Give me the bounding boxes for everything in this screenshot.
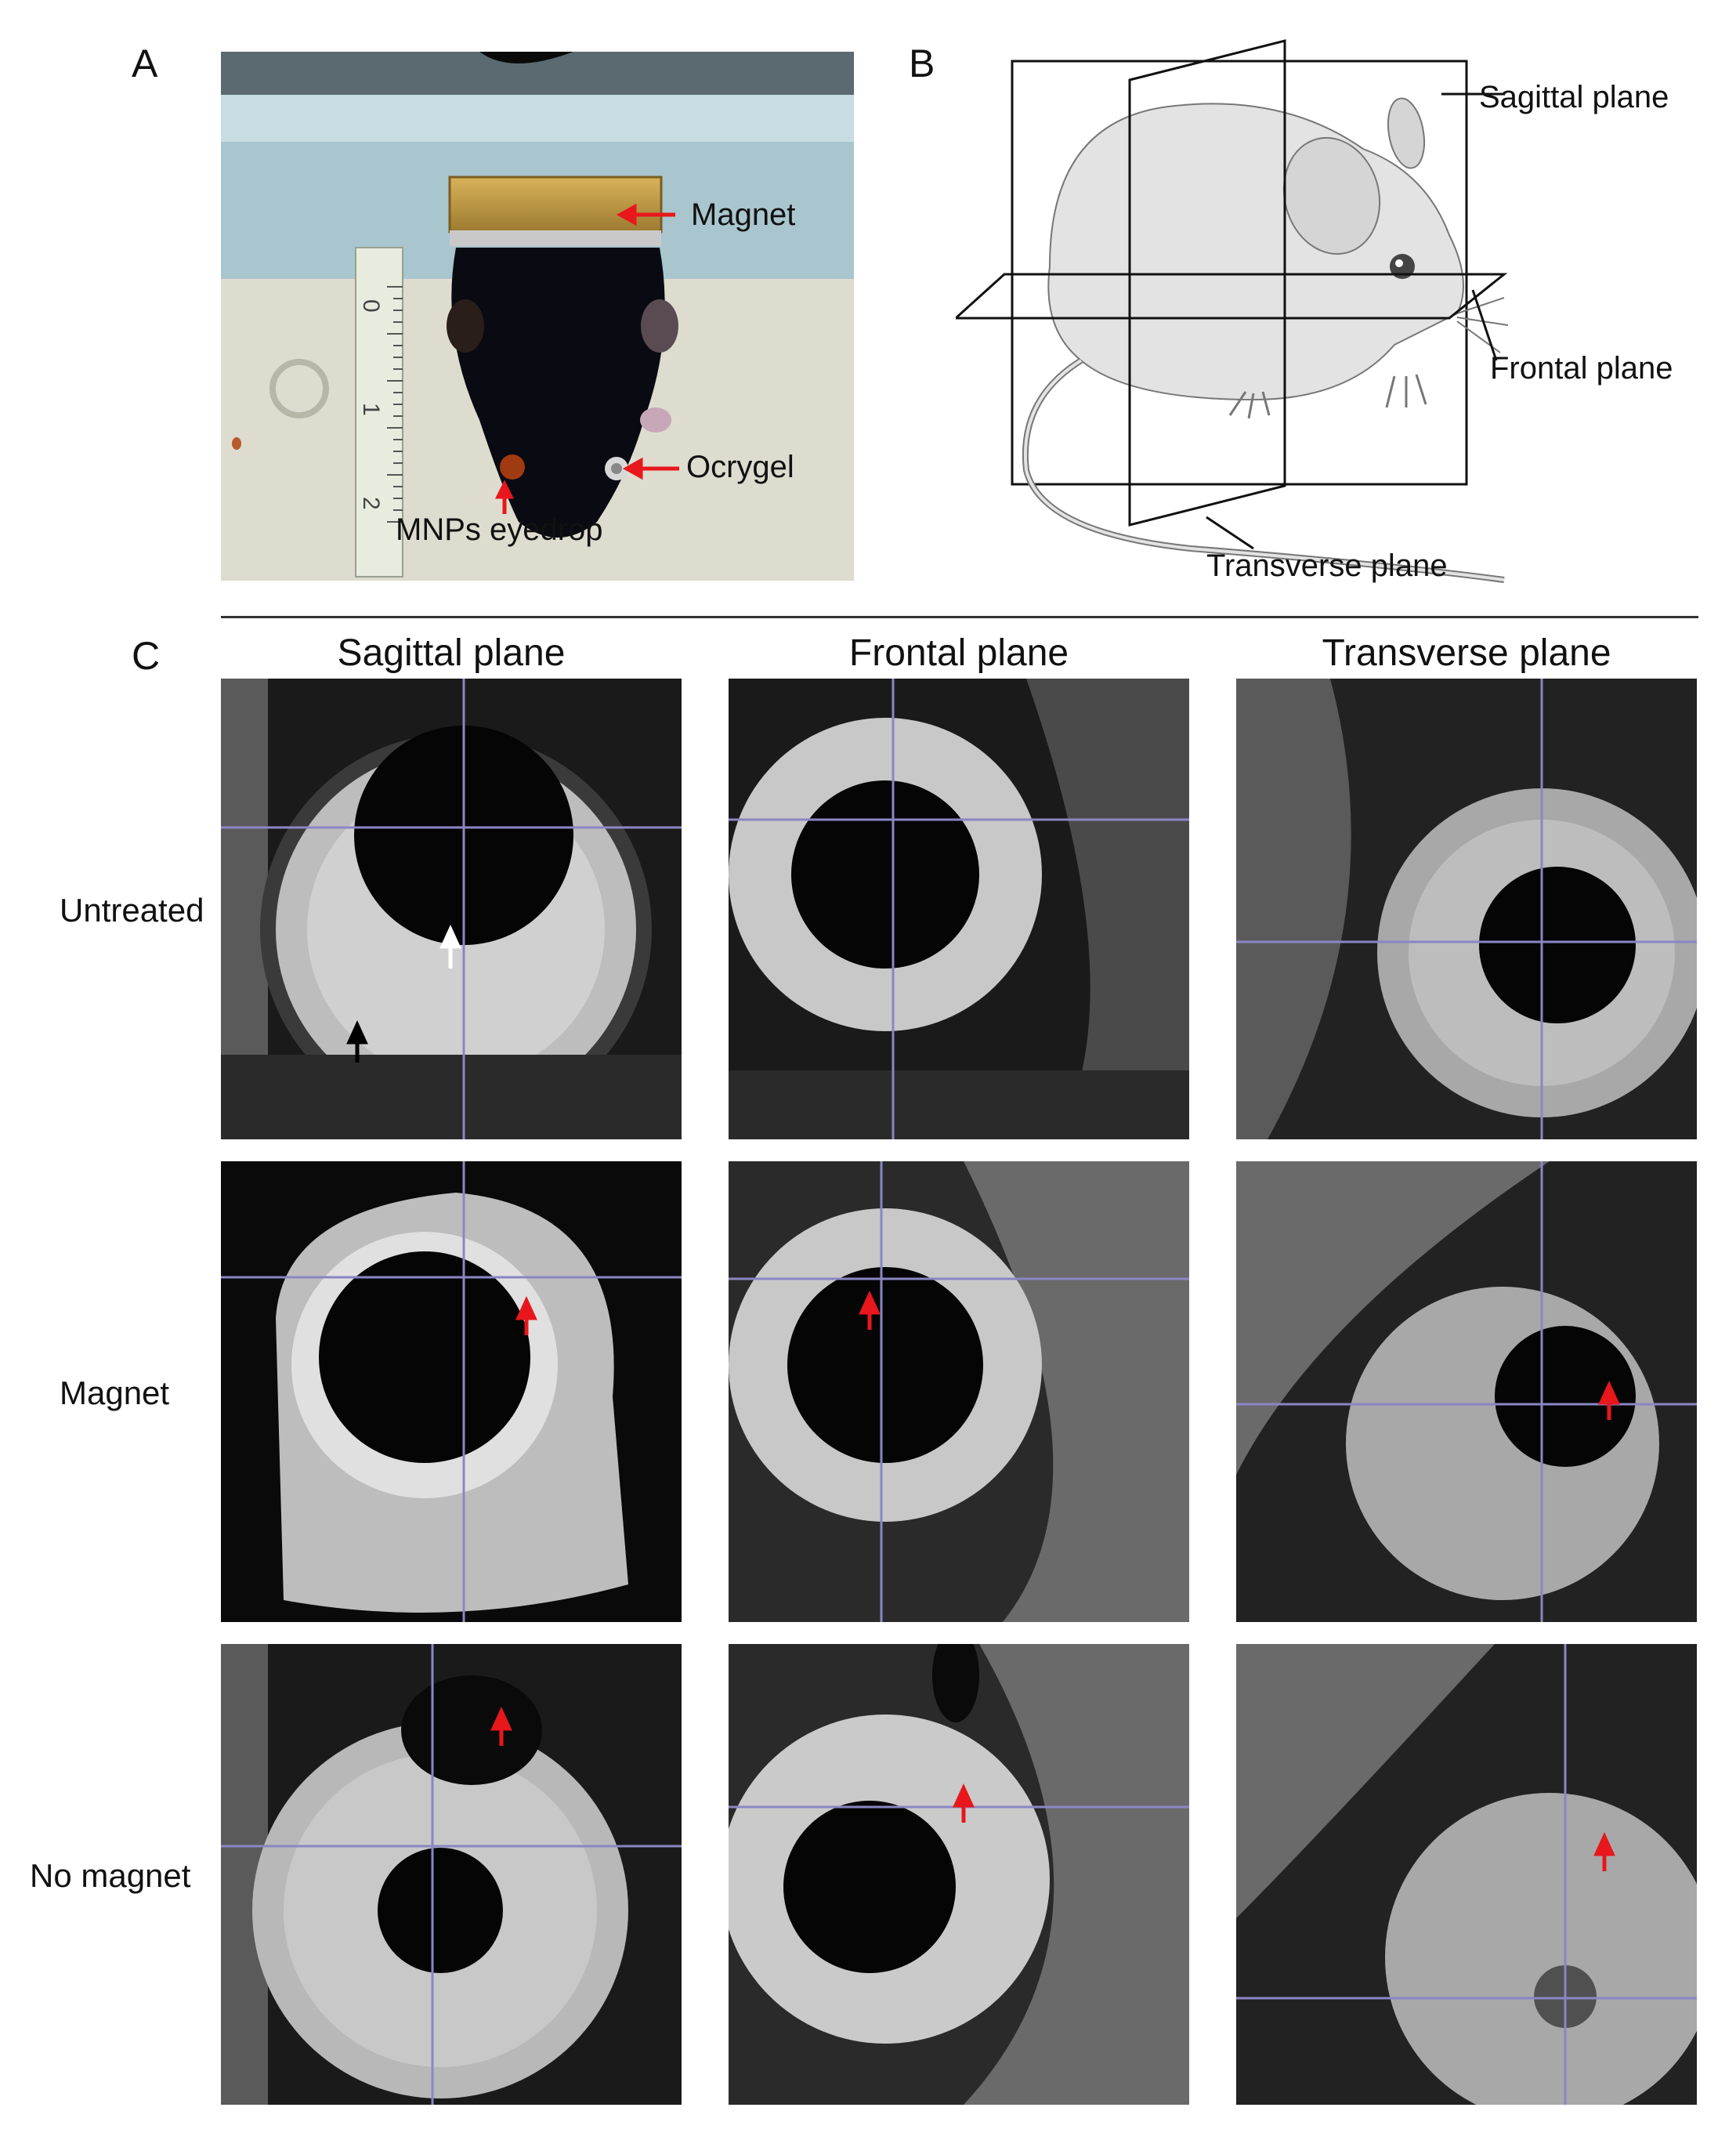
mri-magnet-sagittal (221, 1161, 682, 1622)
panel-letter-a: A (132, 42, 158, 85)
row-label-magnet: Magnet (60, 1374, 170, 1411)
section-divider (221, 616, 1698, 618)
mri-magnet-frontal (729, 1161, 1189, 1622)
mouse-planes-diagram (956, 31, 1520, 596)
column-title-sagittal: Sagittal plane (337, 632, 566, 674)
mri-magnet-transverse (1236, 1161, 1697, 1622)
frontal-plane-rect (1128, 39, 1286, 527)
column-title-frontal: Frontal plane (848, 632, 1069, 674)
ruler-number-0: 0 (358, 299, 384, 313)
panel-letter-c: C (132, 634, 161, 678)
ruler-number-2: 2 (358, 497, 384, 510)
label-frontal-plane: Frontal plane (1490, 351, 1673, 386)
mri-no-magnet-transverse (1236, 1644, 1697, 2105)
mri-untreated-transverse (1236, 679, 1697, 1139)
label-mnps-eyedrop: MNPs eyedrop (396, 512, 603, 547)
ruler-number-1: 1 (358, 403, 384, 416)
mri-untreated-frontal (729, 679, 1189, 1139)
row-label-untreated: Untreated (60, 892, 204, 929)
ruler-ticks (387, 286, 403, 523)
label-sagittal-plane: Sagittal plane (1479, 80, 1669, 114)
sagittal-plane-rect (1011, 60, 1468, 486)
mri-no-magnet-sagittal (221, 1644, 682, 2105)
panel-letter-b: B (909, 42, 935, 85)
label-transverse-plane: Transverse plane (1206, 549, 1448, 583)
label-ocrygel: Ocrygel (686, 450, 794, 484)
label-magnet: Magnet (691, 197, 796, 232)
mri-untreated-sagittal (221, 679, 682, 1139)
mouse-photo: 0 1 2 (221, 52, 854, 581)
column-title-transverse: Transverse plane (1322, 632, 1611, 674)
mri-no-magnet-frontal (729, 1644, 1189, 2105)
row-label-no-magnet: No magnet (30, 1857, 191, 1894)
